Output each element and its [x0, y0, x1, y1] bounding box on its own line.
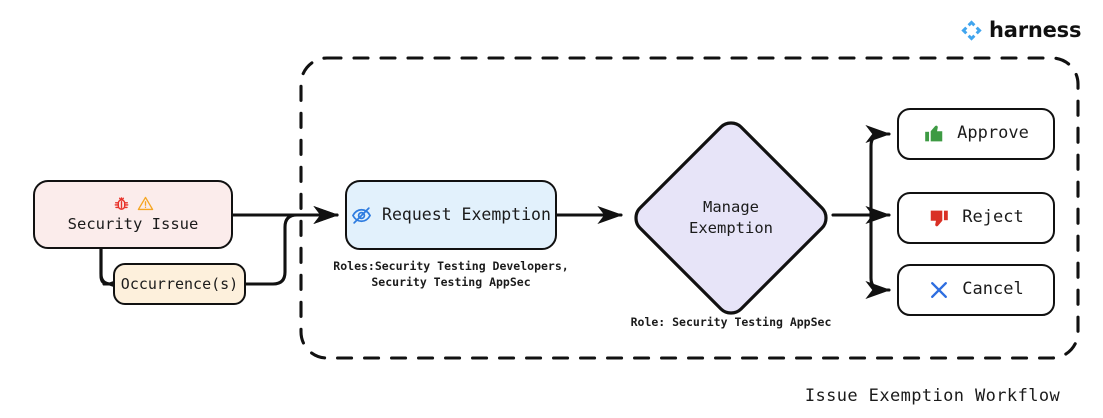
- edge-occurrences-to-request-exemption: [244, 206, 339, 286]
- request-exemption-caption: Roles:Security Testing Developers, Secur…: [333, 259, 569, 290]
- occurrences-label: Occurrence(s): [120, 274, 239, 293]
- edge-security-issue-to-occurrences: [99, 247, 110, 286]
- node-occurrences[interactable]: Occurrence(s): [113, 263, 246, 305]
- thumbs-down-icon: [928, 207, 950, 229]
- manage-exemption-diamond-shape: [634, 121, 828, 315]
- thumbs-up-icon: [923, 123, 945, 145]
- harness-wordmark: harness: [989, 18, 1082, 42]
- node-manage-exemption[interactable]: Manage Exemption: [629, 116, 833, 320]
- manage-exemption-label-line2: Exemption: [689, 219, 773, 237]
- node-security-issue[interactable]: Security Issue: [33, 180, 233, 249]
- request-exemption-label: Request Exemption: [382, 204, 551, 224]
- cross-x-icon: [928, 279, 950, 301]
- node-approve[interactable]: Approve: [897, 108, 1055, 160]
- node-reject[interactable]: Reject: [897, 192, 1055, 244]
- edge-security-issue-to-occurrences-arrow: [99, 247, 131, 293]
- warning-triangle-icon: [137, 195, 154, 212]
- bug-icon: [113, 195, 130, 212]
- reject-label: Reject: [962, 207, 1024, 228]
- edge-manage-exemption-to-approve: [865, 125, 891, 217]
- manage-exemption-caption: Role: Security Testing AppSec: [630, 315, 832, 329]
- node-request-exemption[interactable]: Request Exemption: [345, 180, 557, 250]
- harness-brand: harness: [960, 18, 1081, 42]
- security-issue-label: Security Issue: [67, 214, 199, 233]
- manage-exemption-label-line1: Manage: [703, 198, 759, 217]
- manage-exemption-label: Manage Exemption: [629, 116, 833, 320]
- approve-label: Approve: [957, 123, 1029, 144]
- security-issue-icons: [113, 195, 154, 213]
- eye-off-icon: [351, 205, 372, 226]
- cancel-label: Cancel: [962, 279, 1024, 300]
- node-cancel[interactable]: Cancel: [897, 264, 1055, 316]
- diagram-title: Issue Exemption Workflow: [804, 386, 1061, 406]
- edge-manage-exemption-to-cancel: [865, 213, 891, 299]
- harness-logo-icon: [960, 19, 983, 42]
